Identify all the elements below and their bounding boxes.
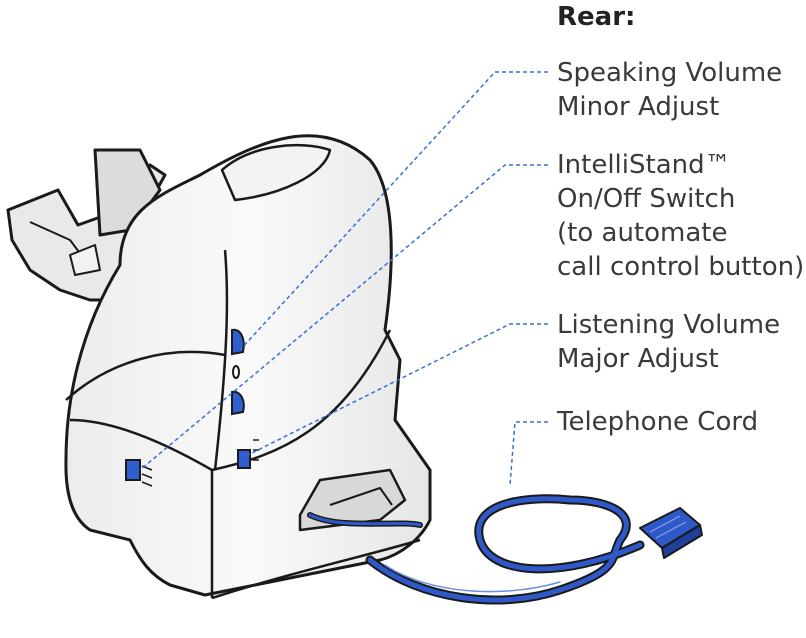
callout-line: On/Off Switch xyxy=(557,184,736,214)
callout-intellistand-switch: IntelliStand™ On/Off Switch (to automate… xyxy=(557,148,804,284)
leader-lines xyxy=(139,71,548,486)
callout-listening-volume: Listening Volume Major Adjust xyxy=(557,308,780,376)
callout-line: IntelliStand™ xyxy=(557,150,731,180)
leader-listening xyxy=(247,323,548,456)
cord-connector xyxy=(639,507,703,559)
speaking-volume-controls xyxy=(231,328,245,416)
callout-line: (to automate xyxy=(557,218,728,248)
callout-line: Listening Volume xyxy=(557,310,781,340)
telephone-cord xyxy=(307,494,645,605)
callout-line: Minor Adjust xyxy=(557,92,720,122)
leader-speaking xyxy=(239,71,548,351)
callout-speaking-volume: Speaking Volume Minor Adjust xyxy=(557,56,782,124)
listening-volume-switch xyxy=(237,439,259,469)
callout-line: Telephone Cord xyxy=(557,407,759,437)
rear-heading: Rear: xyxy=(557,2,636,32)
leader-intellistand xyxy=(139,164,548,471)
base-body xyxy=(64,134,432,600)
callout-line: Major Adjust xyxy=(557,344,719,374)
leader-cord xyxy=(509,421,548,486)
callout-telephone-cord: Telephone Cord xyxy=(557,405,758,439)
callout-line: Speaking Volume xyxy=(557,58,783,88)
callout-line: call control button) xyxy=(557,252,805,282)
